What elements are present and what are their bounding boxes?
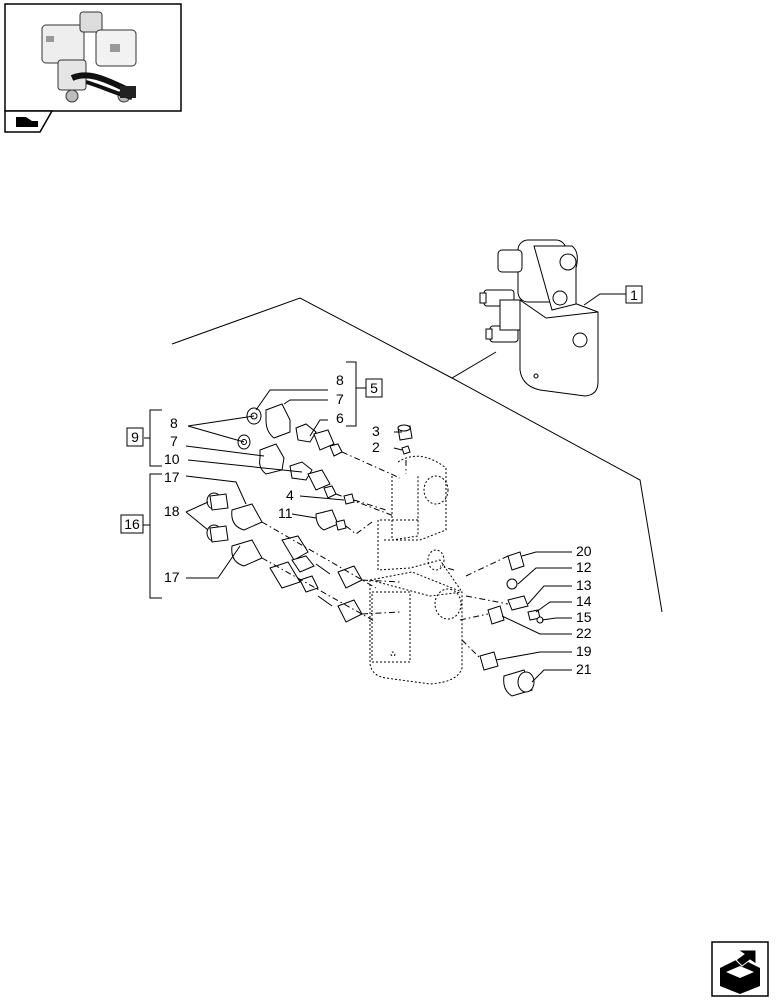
callout-5: 5 [370, 380, 378, 396]
book-icon [16, 117, 38, 127]
callout-13: 13 [576, 577, 592, 593]
exploded-valve-body [369, 455, 463, 685]
callout-12: 12 [576, 559, 592, 575]
callout-box-16 [120, 514, 144, 534]
callout-1: 1 [630, 287, 638, 303]
callout-18: 18 [164, 503, 180, 519]
callout-21: 21 [576, 661, 592, 677]
callout-2: 2 [372, 439, 380, 455]
callout-20: 20 [576, 543, 592, 559]
callout-14: 14 [576, 593, 592, 609]
callout-7b: 7 [170, 433, 178, 449]
callout-9: 9 [131, 429, 139, 445]
thumbnail-machine-illustration [41, 11, 137, 103]
callout-4: 4 [286, 487, 294, 503]
callout-16: 16 [124, 516, 140, 532]
callout-box-9 [126, 427, 144, 447]
callout-11: 11 [278, 505, 293, 521]
callout-17b: 17 [164, 569, 180, 585]
callout-19: 19 [576, 643, 592, 659]
callout-15: 15 [576, 609, 592, 625]
callout-17a: 17 [164, 469, 180, 485]
arrow-box-icon [720, 949, 760, 994]
callout-6: 6 [336, 410, 344, 426]
callout-8b: 8 [170, 415, 178, 431]
callout-7a: 7 [336, 391, 344, 407]
callout-10: 10 [164, 451, 180, 467]
overview-thumbnail[interactable] [4, 3, 182, 133]
callout-3: 3 [372, 423, 380, 439]
callout-22: 22 [576, 625, 592, 641]
callout-box-5 [365, 378, 383, 398]
callout-8a: 8 [336, 372, 344, 388]
assembled-valve-view [479, 239, 599, 397]
callout-box-1 [625, 285, 643, 304]
next-page-button[interactable] [711, 941, 769, 997]
